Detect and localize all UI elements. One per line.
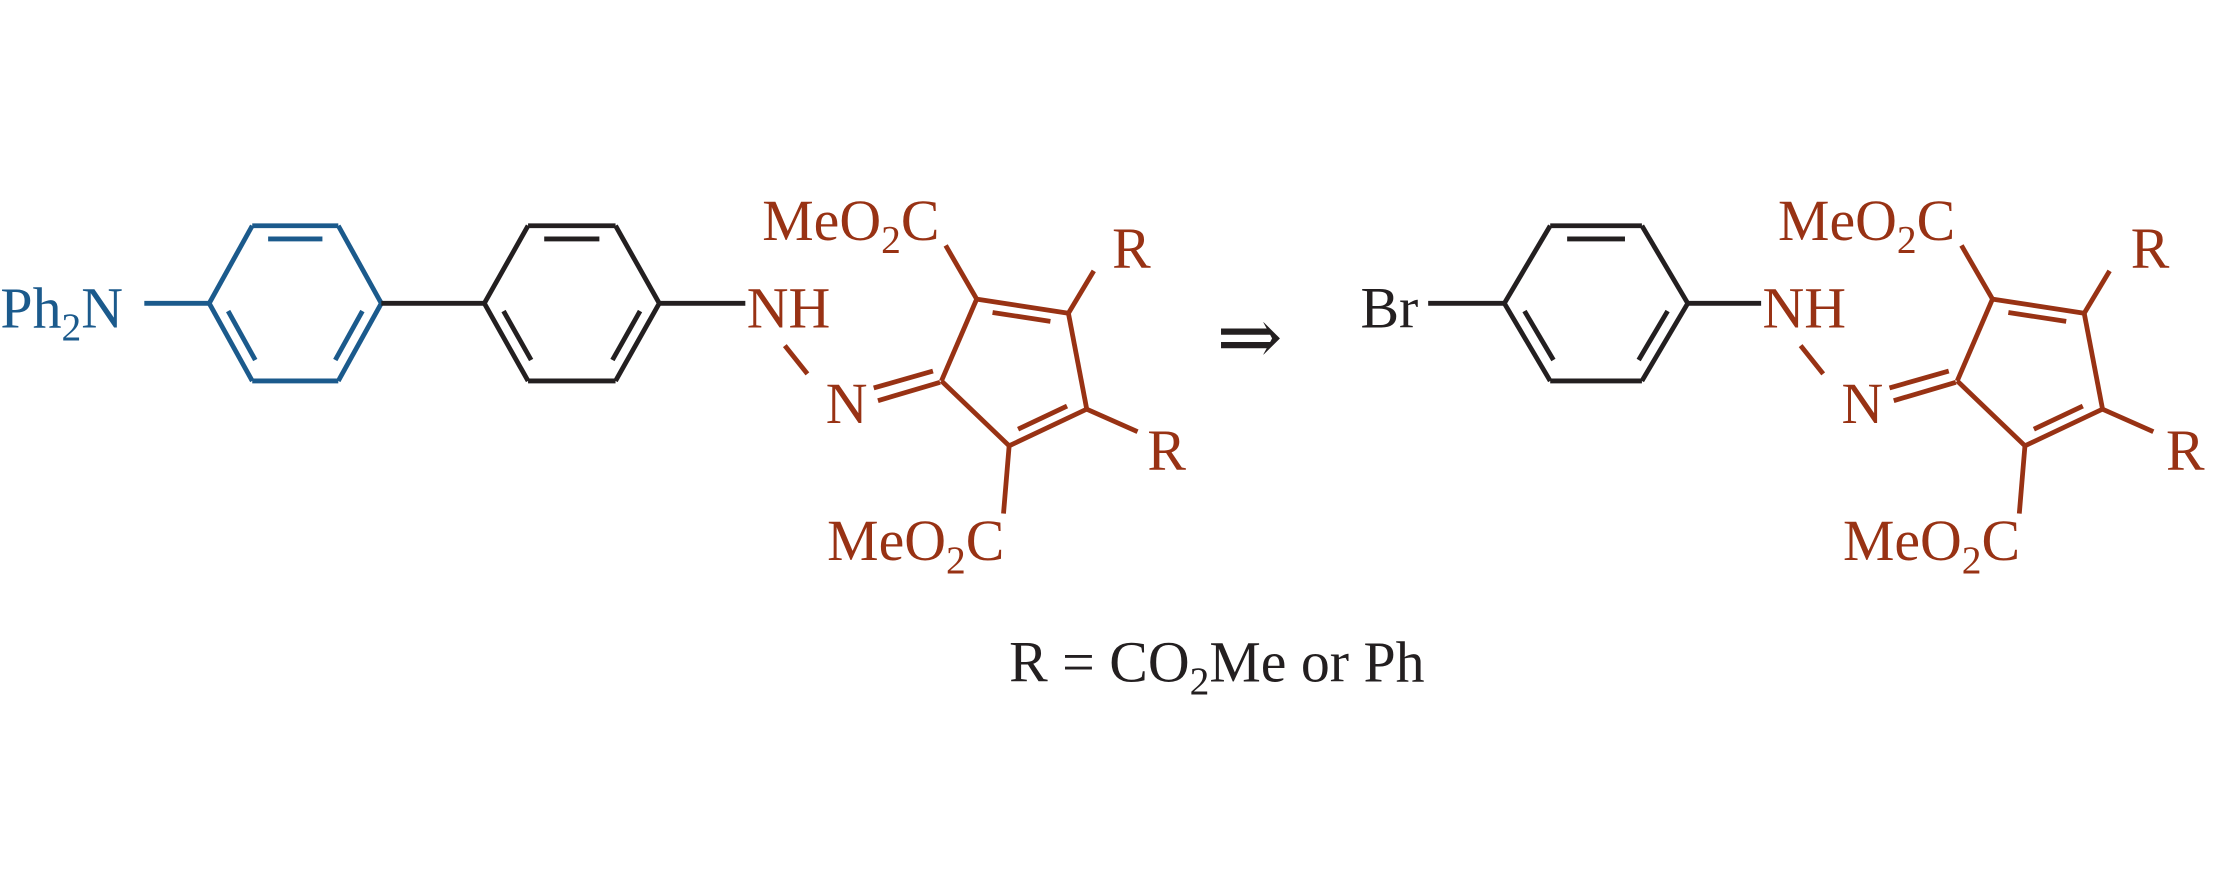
precursor-molecule: Br NH N MeO2C MeO2C R R [1360, 188, 2205, 582]
ring-double-bond [501, 309, 534, 362]
bond-to-r [1066, 269, 1096, 315]
nh-label: NH [747, 275, 831, 340]
ring-bond [207, 224, 255, 305]
bond-to-ester [2016, 445, 2028, 514]
ring-bond [207, 302, 255, 383]
c-n-double-bond [873, 368, 934, 391]
bond-to-r [1085, 406, 1139, 434]
ring-double-bond [992, 310, 1051, 324]
ring-bond [482, 224, 531, 305]
r-top-label: R [1112, 216, 1151, 281]
ring-double-bond [1522, 309, 1556, 362]
ring-bond [336, 302, 384, 383]
bromo-label: Br [1360, 275, 1418, 340]
n-label: N [1842, 371, 1884, 436]
ring-bond [1955, 379, 2027, 448]
ring-bond [2081, 312, 2105, 410]
ester-bottom-label: MeO2C [827, 508, 1004, 582]
retrosynthesis-arrow: ⇒ [1217, 295, 1283, 382]
bond-to-ester [1959, 244, 1995, 301]
ring-bond [482, 302, 531, 383]
n-label: N [826, 371, 868, 436]
ring-double-bond [610, 309, 643, 362]
ring-bond [939, 298, 979, 382]
ring-bond [613, 224, 662, 305]
ring-double-bond [333, 309, 365, 362]
bond-to-ester [943, 244, 979, 301]
ring-double-bond [226, 309, 258, 362]
ring-bond [1008, 406, 1088, 448]
ring-bond [1502, 224, 1553, 305]
target-molecule: Ph2N NH N MeO2C MeO2C R R [0, 188, 1186, 582]
phenyl-ring-blue [207, 223, 384, 384]
r-top-label: R [2131, 216, 2170, 281]
n-n-bond [782, 344, 810, 376]
ring-double-bond [1636, 309, 1670, 362]
n-n-bond [1798, 344, 1826, 376]
ester-top-label: MeO2C [762, 188, 939, 262]
bond-to-ester [1001, 445, 1012, 514]
c-n-double-bond [877, 380, 941, 403]
nh-label: NH [1763, 275, 1847, 340]
phenyl-ring-bromo [1502, 223, 1690, 384]
ring-double-bond [2032, 403, 2084, 432]
r-bottom-label: R [1147, 418, 1186, 483]
phenyl-ring-black [482, 223, 662, 384]
ring-bond [336, 224, 384, 305]
ring-bond [976, 296, 1069, 316]
ring-bond [1639, 302, 1690, 383]
diphenylamino-label: Ph2N [0, 275, 123, 349]
ring-bond [1955, 298, 1995, 382]
ester-top-label: MeO2C [1778, 188, 1955, 262]
ring-double-bond [1017, 403, 1069, 432]
ring-bond [1502, 302, 1553, 383]
bond-to-r [2082, 269, 2112, 315]
hydrazone-cyclopentadiene [1798, 244, 2155, 514]
bond-to-r [2101, 406, 2155, 434]
ring-bond [1639, 224, 1690, 305]
c-n-double-bond [1893, 380, 1957, 403]
ring-double-bond [2007, 310, 2067, 324]
r-bottom-label: R [2166, 418, 2205, 483]
ring-bond [613, 302, 662, 383]
ring-bond [1066, 312, 1090, 410]
ring-bond [1992, 296, 2085, 316]
hydrazone-cyclopentadiene [782, 244, 1139, 514]
ring-bond [2023, 406, 2104, 448]
c-n-double-bond [1888, 368, 1950, 391]
ring-bond [939, 379, 1011, 448]
r-group-caption: R = CO2Me or Ph [1009, 629, 1425, 703]
ester-bottom-label: MeO2C [1843, 508, 2020, 582]
